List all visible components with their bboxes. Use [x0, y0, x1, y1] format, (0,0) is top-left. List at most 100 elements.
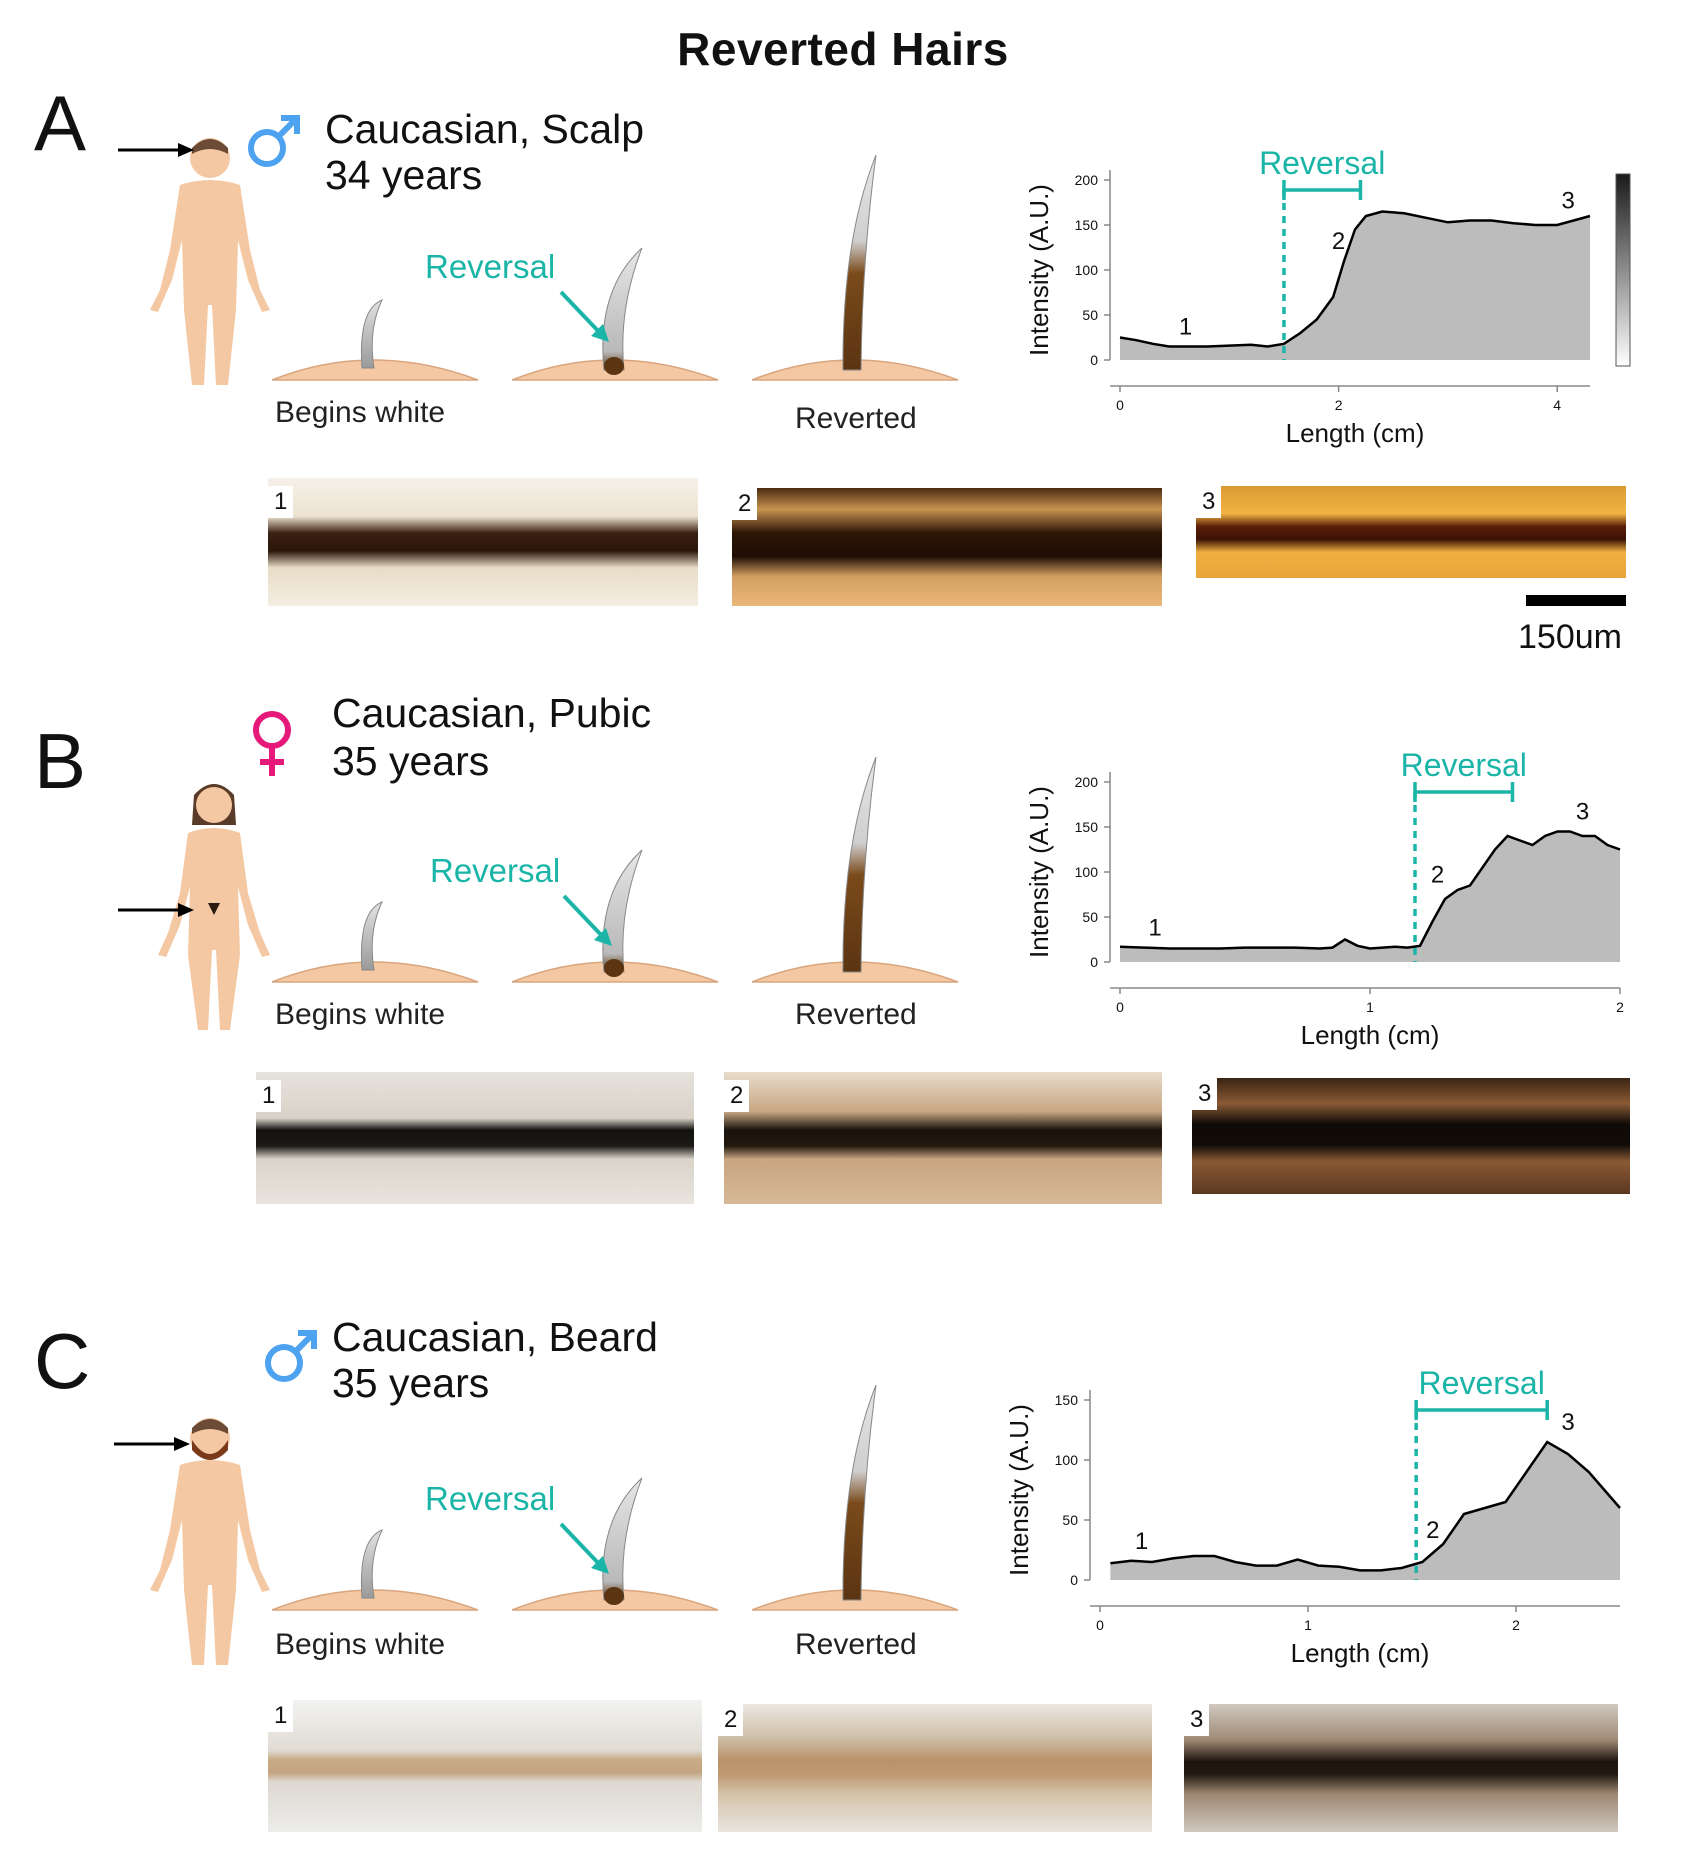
point-label: 1 [1148, 915, 1161, 942]
intensity-area [1120, 211, 1590, 360]
hair-stages-diagram [271, 154, 959, 381]
y-tick-label: 100 [1075, 864, 1099, 880]
human-body-male-icon [150, 1418, 270, 1665]
intensity-area [1120, 831, 1620, 962]
hair-micrograph-strip: 1 [256, 1072, 694, 1204]
point-label: 3 [1561, 1409, 1574, 1436]
y-tick-label: 100 [1075, 262, 1099, 278]
scale-bar [1526, 595, 1626, 606]
strip-number: 2 [718, 1704, 744, 1736]
x-tick-label: 2 [1512, 1617, 1520, 1633]
reversal-label: Reversal [430, 852, 561, 889]
x-tick-label: 4 [1553, 397, 1561, 413]
y-tick-label: 200 [1075, 774, 1099, 790]
strip-number: 3 [1184, 1704, 1210, 1736]
y-tick-label: 0 [1090, 352, 1098, 368]
reversal-label: Reversal [1401, 747, 1527, 783]
reversal-label: Reversal [425, 248, 556, 285]
strip-number: 2 [724, 1080, 750, 1112]
female-symbol-icon [253, 711, 291, 776]
strip-number: 3 [1196, 486, 1222, 518]
y-tick-label: 100 [1055, 1452, 1079, 1468]
reverted-caption: Reverted [795, 1628, 917, 1661]
intensity-area [1110, 1442, 1620, 1580]
hair-micrograph-strip: 3 [1192, 1078, 1630, 1194]
x-tick-label: 2 [1335, 397, 1343, 413]
hair-micrograph-strip: 1 [268, 1700, 702, 1832]
male-symbol-icon [265, 1330, 317, 1382]
x-axis-label: Length (cm) [1291, 1638, 1430, 1668]
x-tick-label: 0 [1116, 397, 1124, 413]
subject-age: 35 years [332, 1360, 490, 1406]
y-tick-label: 0 [1070, 1572, 1078, 1588]
begins-white-caption: Begins white [275, 1628, 446, 1661]
x-axis-label: Length (cm) [1301, 1020, 1440, 1050]
hair-micrograph-strip: 3 [1184, 1704, 1618, 1832]
x-tick-label: 2 [1616, 999, 1624, 1015]
hair-micrograph-strip: 2 [732, 488, 1162, 606]
point-label: 2 [1332, 228, 1345, 255]
hair-micrograph-strip: 2 [724, 1072, 1162, 1204]
subject-description: Caucasian, Pubic [332, 690, 652, 736]
reversal-label: Reversal [1419, 1365, 1545, 1401]
y-tick-label: 150 [1055, 1392, 1079, 1408]
human-body-male-icon [150, 138, 270, 385]
y-axis-label: Intensity (A.U.) [1024, 184, 1054, 356]
y-tick-label: 200 [1075, 172, 1099, 188]
figure-title: Reverted Hairs [677, 23, 1009, 75]
y-tick-label: 0 [1090, 954, 1098, 970]
hair-micrograph-strip: 2 [718, 1704, 1152, 1832]
subject-description: Caucasian, Scalp [325, 106, 645, 152]
reversal-label: Reversal [1259, 145, 1385, 181]
subject-description: Caucasian, Beard [332, 1314, 658, 1360]
scale-bar-label: 150um [1518, 618, 1622, 656]
panel-letter: C [34, 1317, 91, 1405]
arrow-down-right-icon [562, 894, 612, 946]
human-body-female-icon [158, 784, 270, 1030]
intensity-line [1119, 210, 1591, 348]
strip-number: 1 [256, 1080, 282, 1112]
panel-a: A Caucasian, Scalp 34 years Reversal [0, 0, 1686, 656]
x-tick-label: 0 [1116, 999, 1124, 1015]
panel-letter: A [34, 79, 87, 167]
y-tick-label: 50 [1082, 909, 1098, 925]
y-axis-label: Intensity (A.U.) [1004, 1404, 1034, 1576]
arrow-right-icon [118, 143, 194, 157]
subject-age: 35 years [332, 738, 490, 784]
x-axis-label: Length (cm) [1286, 418, 1425, 448]
arrow-right-icon [118, 903, 194, 917]
y-tick-label: 150 [1075, 819, 1099, 835]
begins-white-caption: Begins white [275, 998, 446, 1031]
intensity-line [1119, 830, 1621, 950]
x-tick-label: 1 [1304, 1617, 1312, 1633]
colorbar [1615, 173, 1631, 367]
y-tick-label: 50 [1062, 1512, 1078, 1528]
reverted-caption: Reverted [795, 402, 917, 435]
strip-number: 1 [268, 486, 294, 518]
reversal-label: Reversal [425, 1480, 556, 1517]
hair-stages-diagram [271, 1384, 959, 1611]
hair-micrograph-strip: 1 [268, 478, 698, 606]
arrow-down-right-icon [559, 1522, 609, 1574]
y-tick-label: 150 [1075, 217, 1099, 233]
point-label: 2 [1431, 862, 1444, 889]
intensity-line [1110, 1440, 1621, 1572]
strip-number: 3 [1192, 1078, 1218, 1110]
arrow-down-right-icon [559, 290, 609, 342]
point-label: 2 [1426, 1517, 1439, 1544]
y-tick-label: 50 [1082, 307, 1098, 323]
x-tick-label: 1 [1366, 999, 1374, 1015]
reverted-caption: Reverted [795, 998, 917, 1031]
point-label: 1 [1135, 1528, 1148, 1555]
strip-number: 2 [732, 488, 758, 520]
panel-b: B Caucasian, Pubic 35 years Reversal B [34, 690, 1630, 1204]
panel-letter: B [34, 717, 87, 805]
x-tick-label: 0 [1096, 1617, 1104, 1633]
arrow-right-icon [114, 1437, 190, 1451]
hair-stages-diagram [271, 756, 959, 983]
point-label: 1 [1179, 314, 1192, 341]
strip-number: 1 [268, 1700, 294, 1732]
y-axis-label: Intensity (A.U.) [1024, 786, 1054, 958]
